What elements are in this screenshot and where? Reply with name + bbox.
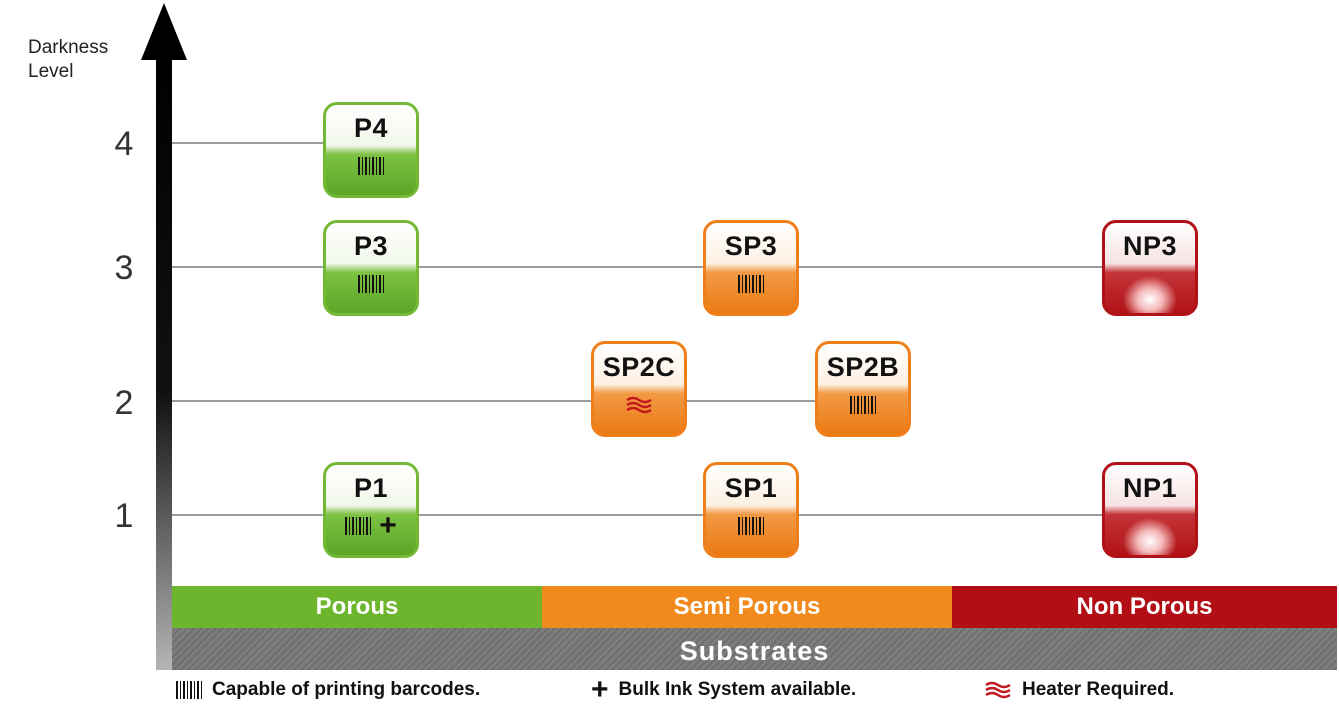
tile-p4-label: P4 — [353, 113, 389, 143]
tile-p3-label: P3 — [353, 231, 389, 261]
barcode-icon — [345, 517, 372, 535]
legend-barcode-text: Capable of printing barcodes. — [212, 679, 481, 700]
y-axis-label: Darkness Level — [28, 36, 108, 84]
tile-sp2b: SP2B — [815, 341, 911, 437]
gridline-level-4 — [172, 142, 327, 144]
tile-np1-label: NP1 — [1122, 473, 1178, 503]
tick-2: 2 — [114, 384, 134, 422]
barcode-icon — [358, 157, 384, 175]
heater-icon — [626, 396, 652, 414]
y-axis-label-line2: Level — [28, 61, 74, 82]
barcode-icon — [176, 681, 202, 699]
barcode-icon — [738, 517, 764, 535]
tile-sp2c: SP2C — [591, 341, 687, 437]
category-semi-porous: Semi Porous — [542, 586, 952, 628]
tile-np3: NP3 — [1102, 220, 1198, 316]
plus-icon: + — [379, 509, 397, 542]
legend-bulk-ink-text: Bulk Ink System available. — [618, 679, 857, 700]
category-non-porous: Non Porous — [952, 586, 1337, 628]
gridline-level-2 — [172, 400, 862, 402]
plus-icon: + — [591, 673, 609, 706]
tile-sp3-label: SP3 — [724, 231, 778, 261]
tick-3: 3 — [114, 249, 134, 287]
tile-np3-label: NP3 — [1122, 231, 1178, 261]
legend-heater: Heater Required. — [984, 677, 1174, 703]
tick-4: 4 — [114, 125, 134, 163]
tile-sp2b-label: SP2B — [826, 352, 900, 382]
tile-p4: P4 — [323, 102, 419, 198]
y-axis-label-line1: Darkness — [28, 37, 109, 58]
tile-p3: P3 — [323, 220, 419, 316]
tile-sp1: SP1 — [703, 462, 799, 558]
tile-sp1-label: SP1 — [724, 473, 778, 503]
tile-p1-label: P1 — [353, 473, 389, 503]
tile-sp3: SP3 — [703, 220, 799, 316]
category-porous: Porous — [172, 586, 542, 628]
gridline-level-3 — [172, 266, 1107, 268]
tile-np1: NP1 — [1102, 462, 1198, 558]
legend-heater-text: Heater Required. — [1022, 679, 1175, 700]
barcode-icon — [850, 396, 876, 414]
barcode-icon — [738, 275, 764, 293]
tile-p1: P1 + — [323, 462, 419, 558]
legend-bulk-ink: + Bulk Ink System available. — [591, 673, 857, 706]
gridline-level-1 — [172, 514, 1107, 516]
substrates-bar: Substrates — [172, 628, 1337, 670]
heater-icon — [985, 681, 1011, 699]
tile-sp2c-label: SP2C — [602, 352, 676, 382]
tick-1: 1 — [114, 497, 134, 535]
legend-barcode: Capable of printing barcodes. — [176, 677, 480, 703]
barcode-icon — [358, 275, 384, 293]
